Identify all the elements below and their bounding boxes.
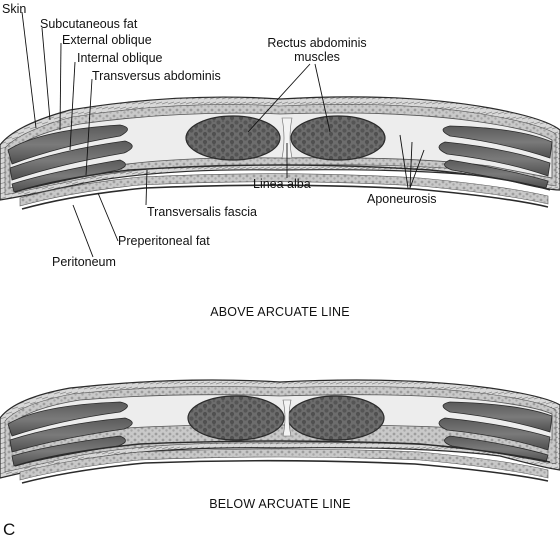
internal-oblique-right-lower [438,417,551,451]
label-transversus-abdominis: Transversus abdominis [92,69,221,83]
internal-oblique-left [9,140,133,181]
panel-letter: C [3,520,16,539]
preperitoneal-fat-layer-lower [19,448,549,481]
transversalis-fascia-lower [14,440,551,467]
label-transversalis-fascia: Transversalis fascia [147,205,257,219]
leader-lines-upper [21,11,425,258]
label-aponeurosis: Aponeurosis [367,192,437,206]
label-skin: Skin [2,2,27,16]
label-rectus-abdominis-line2: muscles [294,50,340,64]
external-oblique-left [7,124,128,165]
label-linea-alba: Linea alba [253,177,311,191]
label-external-oblique: External oblique [62,33,152,47]
label-rectus-abdominis-line1: Rectus abdominis [267,36,367,50]
section-above-arcuate-line [0,96,560,210]
caption-below-arcuate-line: BELOW ARCUATE LINE [209,497,351,511]
label-internal-oblique: Internal oblique [77,51,163,65]
external-oblique-right-lower [442,401,553,433]
label-subcutaneous-fat: Subcutaneous fat [40,17,138,31]
label-peritoneum: Peritoneum [52,255,116,269]
external-oblique-right [442,125,553,159]
transversus-abdominis-left [11,159,126,193]
external-oblique-left-lower [7,401,128,437]
linea-alba [281,117,293,159]
label-rectus-abdominis: Rectus abdominis muscles [262,36,372,64]
internal-oblique-right [438,141,551,177]
preperitoneal-fat-layer [19,173,549,207]
rectus-abdominis-right [290,115,386,161]
rectus-abdominis-right-lower [287,395,385,441]
aponeurosis-sheet [9,112,553,189]
caption-above-arcuate-line: ABOVE ARCUATE LINE [210,305,350,319]
label-preperitoneal-fat: Preperitoneal fat [118,234,210,248]
rectus-abdominis-left-lower [187,395,285,441]
transversus-abdominis-right-lower [444,435,549,463]
peritoneum-lower [21,459,549,484]
rectus-abdominis-left [185,115,281,161]
linea-alba-lower [282,399,292,437]
section-below-arcuate-line [0,379,560,484]
transversalis-fascia [14,164,551,193]
peritoneum [21,184,549,210]
internal-oblique-left-lower [9,417,133,453]
